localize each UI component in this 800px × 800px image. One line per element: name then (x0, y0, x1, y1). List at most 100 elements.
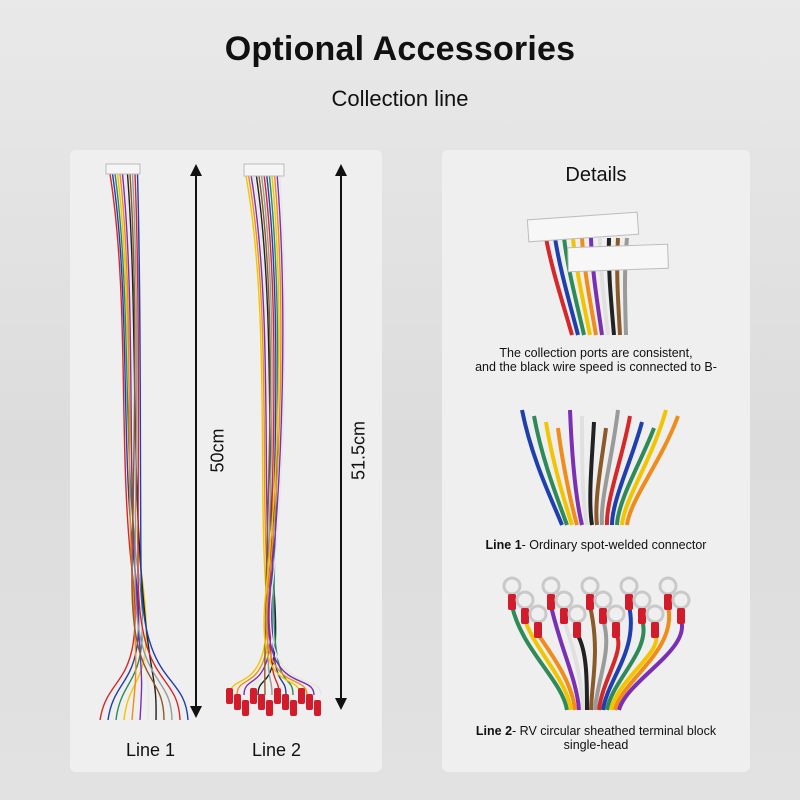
wire (263, 175, 301, 696)
ring-terminal-detail-image (502, 576, 691, 711)
wire (617, 619, 685, 711)
wire (620, 409, 668, 526)
connector-detail-image (526, 211, 669, 336)
wire (265, 175, 308, 696)
red-sleeve (651, 622, 659, 638)
details-title: Details (565, 164, 627, 186)
wire (605, 619, 646, 711)
wire (588, 605, 597, 711)
ring-terminal (606, 604, 626, 624)
red-sleeve (625, 594, 633, 610)
wire (604, 415, 632, 526)
wire (562, 619, 585, 711)
ring-terminal (541, 576, 561, 596)
ring-terminal (658, 576, 678, 596)
wire (119, 173, 137, 721)
line-1-connector (105, 163, 141, 175)
wire (523, 619, 573, 711)
wire (588, 421, 596, 526)
page-subtitle: Collection line (331, 86, 469, 111)
wire (568, 409, 584, 526)
wire (532, 415, 569, 526)
red-terminal (242, 700, 249, 716)
wire (258, 175, 271, 696)
wire (243, 175, 272, 696)
wire (536, 632, 577, 711)
wire (556, 427, 579, 526)
wire (510, 605, 569, 711)
page-title: Optional Accessories (224, 30, 576, 68)
cable-illustration (99, 163, 347, 721)
wire (597, 632, 621, 711)
line-2-cable-image (226, 175, 322, 716)
red-sleeve (586, 594, 594, 610)
wire (544, 421, 574, 526)
detail-2-caption: Line 1- Ordinary spot-welded connector (485, 538, 707, 552)
red-sleeve (560, 608, 568, 624)
wire (625, 415, 680, 526)
wire (99, 173, 136, 721)
red-terminal (306, 694, 313, 710)
spot-welded-detail-image (520, 409, 680, 526)
wire (575, 632, 589, 711)
detail-3-caption: Line 2- RV circular sheathed terminal bl… (475, 724, 717, 752)
wire (229, 175, 268, 696)
red-terminal (258, 694, 265, 710)
wire (544, 237, 574, 336)
cable-length-panel: 50cm 51.5cm Line 1 Line 2 (70, 150, 382, 772)
wire (594, 427, 608, 526)
wire (615, 427, 656, 526)
ring-terminal (645, 604, 665, 624)
red-sleeve (521, 608, 529, 624)
wire (131, 173, 173, 721)
wire (129, 173, 165, 721)
red-terminal (298, 688, 305, 704)
ring-terminal (567, 604, 587, 624)
wire (266, 175, 287, 696)
wire (613, 605, 672, 711)
ring-terminal (632, 590, 652, 610)
red-terminal (234, 694, 241, 710)
line-2-connector (243, 163, 285, 177)
detail-1-caption: The collection ports are consistent, and… (475, 346, 717, 374)
red-terminal (266, 700, 273, 716)
wire (236, 175, 270, 696)
wire (593, 619, 609, 711)
wire (609, 632, 659, 711)
line-1-length-label: 50cm (207, 428, 228, 473)
wire (562, 237, 586, 336)
red-sleeve (534, 622, 542, 638)
red-terminal (290, 700, 297, 716)
red-sleeve (612, 622, 620, 638)
line-2-length-arrow (335, 164, 347, 710)
red-terminal (282, 694, 289, 710)
wire (610, 421, 644, 526)
line-1-cable-image (99, 173, 189, 721)
line-2-length-label: 51.5cm (348, 420, 369, 481)
red-terminal (314, 700, 321, 716)
line-1-label: Line 1 (126, 740, 176, 760)
ring-terminal (619, 576, 639, 596)
red-sleeve (664, 594, 672, 610)
wire (134, 173, 181, 721)
ring-terminal (593, 590, 613, 610)
wire (549, 605, 581, 711)
wire (269, 175, 322, 696)
wire (599, 409, 620, 526)
ring-terminal (671, 590, 691, 610)
line-1-length-arrow (190, 164, 202, 718)
red-sleeve (638, 608, 646, 624)
ring-terminal (515, 590, 535, 610)
red-sleeve (599, 608, 607, 624)
wire (520, 409, 564, 526)
ring-terminal (528, 604, 548, 624)
wire (260, 175, 273, 696)
wire (267, 175, 315, 696)
red-sleeve (508, 594, 516, 610)
red-terminal (226, 688, 233, 704)
details-panel: Details The collection ports are consist… (442, 150, 750, 772)
red-sleeve (573, 622, 581, 638)
line-2-label: Line 2 (252, 740, 302, 760)
ring-terminal (502, 576, 522, 596)
red-sleeve (547, 594, 555, 610)
